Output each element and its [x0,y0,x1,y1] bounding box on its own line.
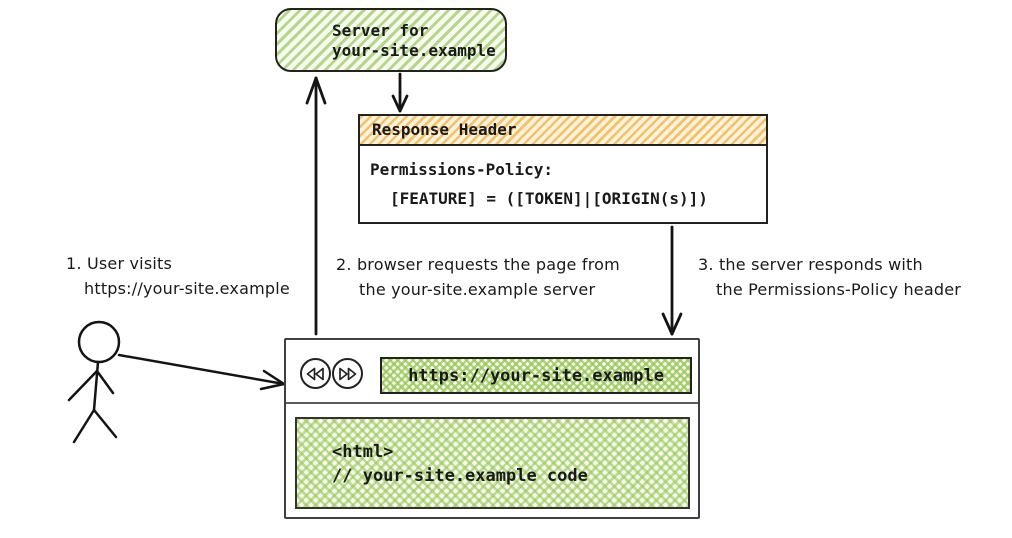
stick-figure-user [67,320,121,444]
page-code-box: <html> // your-site.example code [295,417,690,509]
step-1-line1: 1. User visits [66,254,173,273]
browser-toolbar: https://your-site.example [286,340,698,404]
code-line1: <html> [332,442,394,462]
arrow-response-header-to-browser [661,225,683,336]
step-1-annotation: 1. User visits https://your-site.example [66,251,290,301]
skip-back-icon [306,367,324,380]
step-2-line1: 2. browser requests the page from [336,255,620,274]
step-3-line2: the Permissions-Policy header [716,280,962,299]
server-box: Server for your-site.example [275,8,507,72]
step-2-annotation: 2. browser requests the page from the yo… [336,252,620,302]
arrow-user-to-browser [117,353,286,391]
url-bar[interactable]: https://your-site.example [380,357,692,394]
browser-window: https://your-site.example <html> // your… [284,338,700,519]
forward-button[interactable] [332,358,363,389]
skip-forward-icon [339,367,357,380]
step-2-line2: the your-site.example server [359,280,596,299]
arrow-server-to-response-header [391,72,409,113]
server-label-line2: your-site.example [332,41,496,60]
back-button[interactable] [300,358,331,389]
server-label-line1: Server for [332,21,429,40]
step-3-annotation: 3. the server responds with the Permissi… [698,252,961,302]
url-text: https://your-site.example [408,365,664,386]
response-header-title: Response Header [360,116,766,146]
policy-name-line: Permissions-Policy: [370,160,554,179]
response-header-body: Permissions-Policy: [FEATURE] = ([TOKEN]… [360,146,766,213]
response-header-box: Response Header Permissions-Policy: [FEA… [358,114,768,224]
policy-value-line: [FEATURE] = ([TOKEN]|[ORIGIN(s)]) [390,189,708,208]
code-line2: // your-site.example code [332,466,588,486]
step-3-line1: 3. the server responds with [698,255,923,274]
arrow-browser-to-server [305,76,327,336]
step-1-line2: https://your-site.example [84,279,290,298]
